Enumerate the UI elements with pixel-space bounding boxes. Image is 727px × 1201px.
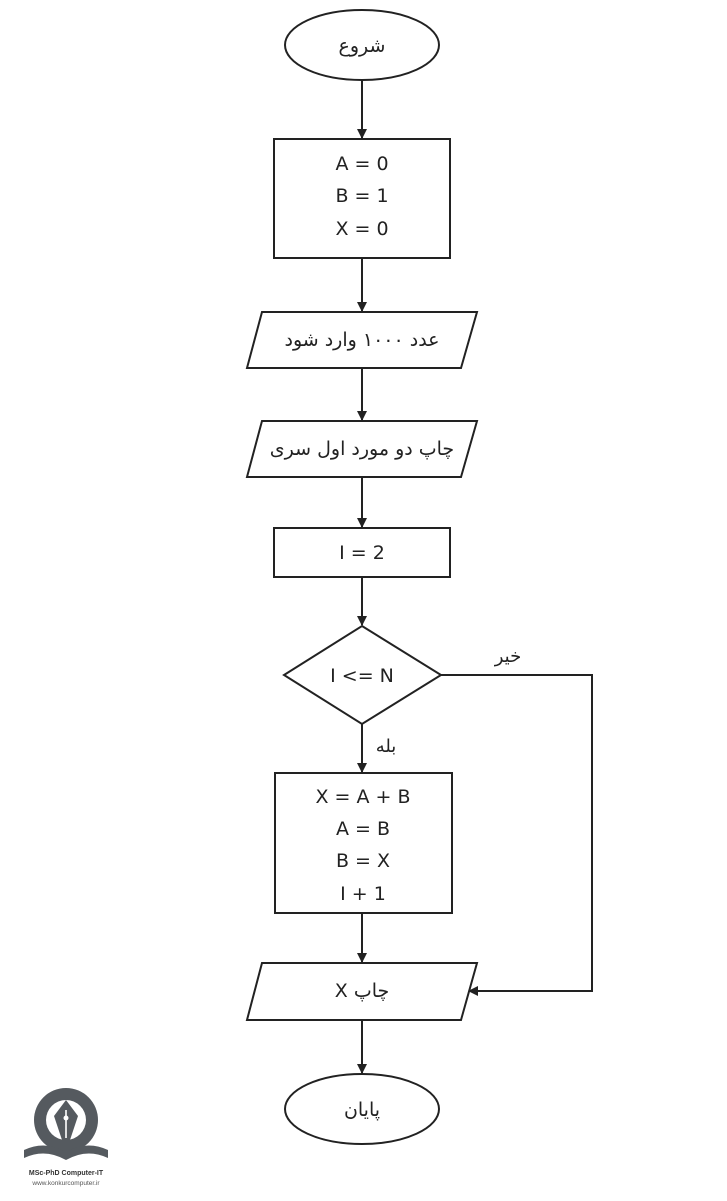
- pen-hole: [63, 1115, 69, 1121]
- input-parallelogram: [245, 311, 479, 369]
- yes-label: بله: [376, 736, 397, 757]
- condition-label: I <= N: [330, 665, 394, 687]
- end-terminal: [284, 1073, 440, 1145]
- print-first-label: چاپ دو مورد اول سری: [270, 438, 454, 460]
- end-label: پایان: [344, 1099, 380, 1121]
- loop-line-2: A = B: [336, 818, 390, 840]
- print-x-label: چاپ X: [335, 980, 390, 1002]
- set-i-label: I = 2: [339, 542, 385, 564]
- input-label: عدد ۱۰۰۰ وارد شود: [284, 329, 439, 351]
- print-first-parallelogram: [245, 420, 479, 478]
- no-label: خیر: [494, 646, 522, 667]
- init-line-3: X = 0: [335, 218, 388, 240]
- logo-line-1: MSc-PhD Computer-IT: [29, 1170, 104, 1177]
- open-book-icon: [24, 1145, 108, 1160]
- init-line-2: B = 1: [335, 185, 388, 207]
- loop-body-box: [274, 772, 453, 914]
- logo-line-2: www.konkurcomputer.ir: [31, 1180, 100, 1187]
- loop-line-3: B = X: [336, 850, 390, 872]
- arrow-decision-no: [441, 674, 593, 996]
- loop-line-4: I + 1: [340, 883, 386, 905]
- init-line-1: A = 0: [335, 153, 388, 175]
- loop-line-1: X = A + B: [315, 786, 410, 808]
- start-label: شروع: [339, 35, 386, 57]
- site-logo: MSc-PhD Computer-IT www.konkurcomputer.i…: [24, 1088, 108, 1187]
- print-x-parallelogram: [245, 962, 479, 1021]
